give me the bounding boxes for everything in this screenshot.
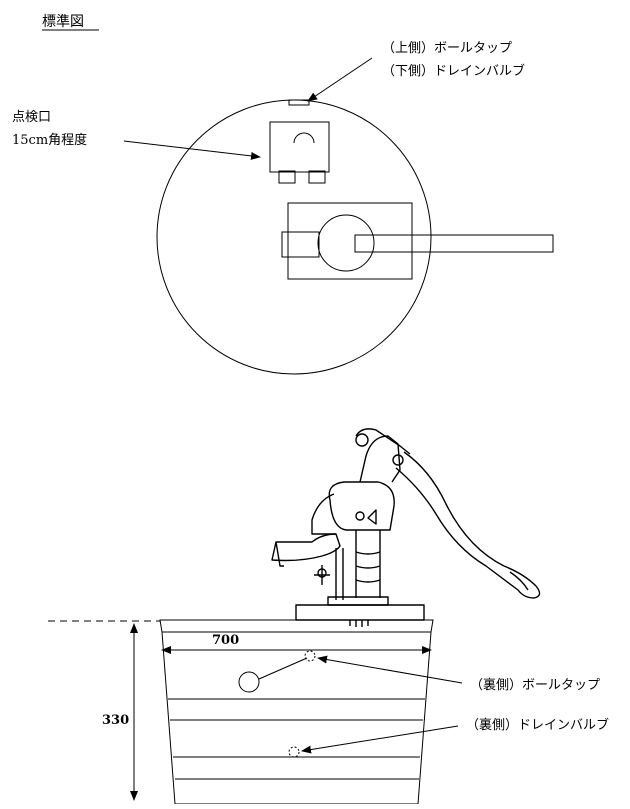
pump-base-side [295,604,425,621]
hatch-handle [293,132,315,144]
width-dimension-value: 700 [212,633,239,648]
hidden-drain-valve [288,746,300,758]
top-drain-valve-label: （下側）ドレインバルブ [382,63,525,79]
pump-valve-handle [314,565,330,585]
hatch-label-line1: 点検口 [12,110,51,125]
pump-spout [271,533,341,562]
base-bolts [349,620,369,627]
hatch-hinge-right [308,170,326,184]
pump-cylinder [355,530,381,598]
hatch-hinge-left [278,170,296,184]
tank-outline [159,619,434,805]
upright-pivot [355,433,369,447]
pump-upright [359,435,401,483]
page-title: 標準図 [42,14,84,30]
base-flange [327,596,389,606]
top-view-labels: （上側）ボールタップ （下側）ドレインバルブ 点検口 15cm角程度 [12,41,525,160]
side-drain-valve-label: （裏側）ドレインバルブ [466,717,609,733]
top-fitting-tab [288,99,310,106]
handle-pivot [392,454,404,466]
height-dimension-value: 330 [102,713,129,728]
side-ball-tap-label: （裏側）ボールタップ [470,678,600,693]
side-ball-tap-leader [317,655,463,684]
side-fitting-circle [238,671,260,693]
cylinder-rings [355,551,381,583]
side-view-labels: （裏側）ボールタップ （裏側）ドレインバルブ [301,655,609,754]
top-fitting-leader [307,57,373,102]
hand-pump [271,428,541,627]
top-view [156,99,554,375]
hatch-leader [123,140,261,160]
width-dimension: 700 [161,633,432,654]
hidden-ball-tap [304,650,316,662]
pump-head-curve [311,493,336,535]
pump-pipe [335,548,344,600]
pump-head-mark [367,509,377,525]
spout-lip [275,541,284,567]
pump-handle [395,451,541,599]
upright-top [355,428,411,455]
pump-head [328,481,395,531]
hatch-label-line2: 15cm角程度 [12,132,87,148]
pump-base-plate [287,202,413,280]
height-dimension: 330 [102,623,138,801]
inspection-hatch [269,121,330,173]
pump-handle-top [354,234,554,253]
pump-cylinder-top [317,214,375,272]
side-drain-valve-leader [301,725,459,754]
side-fitting-line [258,657,308,680]
tank-body [159,619,434,805]
pump-spout-top [281,231,320,258]
top-ball-tap-label: （上側）ボールタップ [382,41,512,56]
handle-grip-line [509,571,529,591]
title-group: 標準図 [42,14,99,31]
pump-head-bolt [355,511,365,521]
